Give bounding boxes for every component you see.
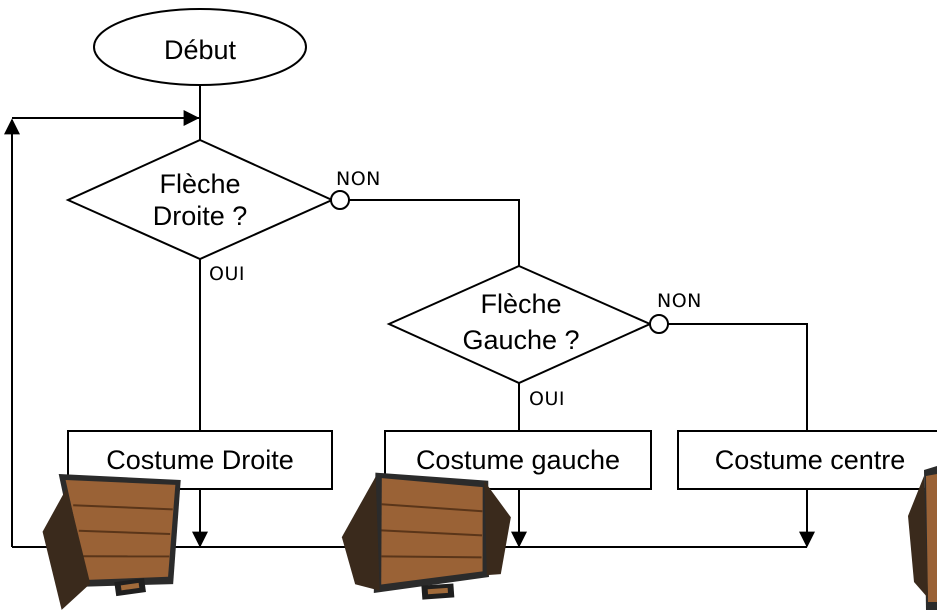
cart-sprite-center-image (908, 466, 937, 610)
no-connector-circle-2 (649, 314, 669, 334)
cart-sprite-left-image (341, 472, 511, 600)
no-connector-circle-1 (330, 190, 350, 210)
yes-label-1: OUI (209, 263, 245, 285)
connector-decision2-box-center (668, 323, 808, 431)
decision-left-line2: Gauche ? (462, 325, 579, 355)
decision-left-line1: Flèche (480, 289, 561, 319)
connector-decision1-decision2 (349, 199, 520, 266)
decision-right-line1: Flèche (159, 169, 240, 199)
no-label-1: NON (336, 168, 381, 190)
box-costume-center-label: Costume centre (715, 445, 906, 475)
yes-label-2: OUI (529, 388, 565, 410)
start-label: Début (164, 35, 237, 65)
box-costume-right-label: Costume Droite (106, 445, 294, 475)
box-costume-left-label: Costume gauche (416, 445, 620, 475)
decision-right-line2: Droite ? (153, 201, 248, 231)
decision-right-arrow[interactable] (65, 138, 335, 261)
cart-sprite-right-image (42, 473, 181, 610)
box-costume-center[interactable] (677, 430, 937, 490)
no-label-2: NON (657, 290, 702, 312)
